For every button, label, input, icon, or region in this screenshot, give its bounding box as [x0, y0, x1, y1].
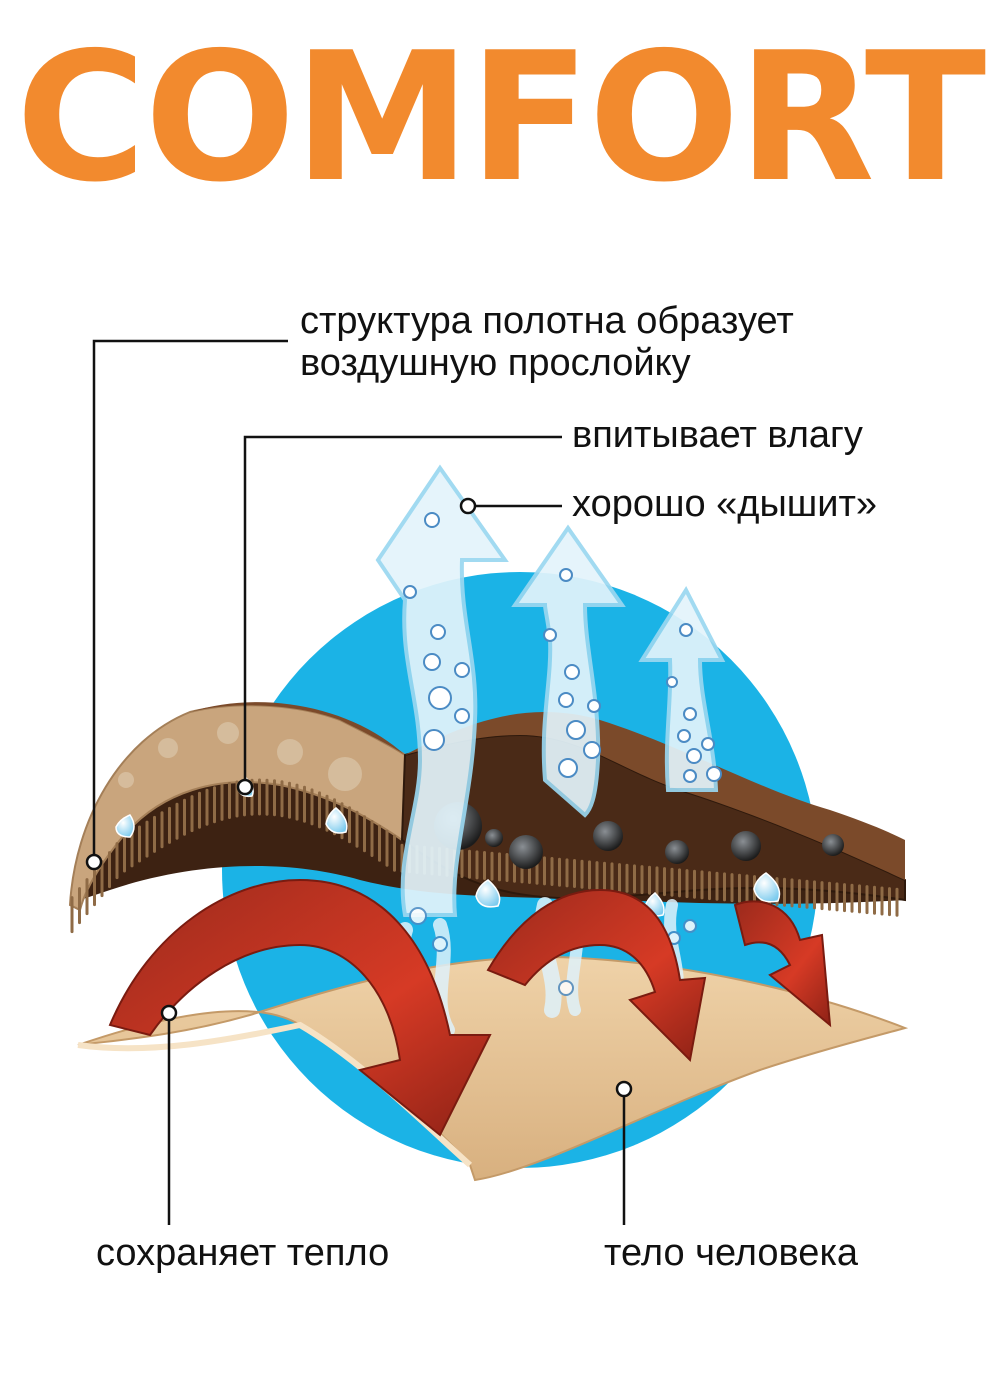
- pore: [593, 821, 623, 851]
- vapor-bubble: [667, 677, 677, 687]
- vapor-bubble: [559, 759, 577, 777]
- air-bubble: [217, 722, 239, 744]
- skin-layer: [78, 957, 905, 1180]
- vapor-bubble: [684, 920, 696, 932]
- callout-dot: [617, 1082, 631, 1096]
- air-bubble: [328, 757, 362, 791]
- vapor-bubble: [707, 767, 721, 781]
- pore: [509, 835, 543, 869]
- pore: [731, 831, 761, 861]
- vapor-bubble: [565, 665, 579, 679]
- vapor-bubble: [588, 700, 600, 712]
- vapor-bubble: [433, 937, 447, 951]
- vapor-bubble: [567, 721, 585, 739]
- vapor-bubble: [702, 738, 714, 750]
- vapor-bubble: [455, 663, 469, 677]
- pore: [485, 829, 503, 847]
- vapor-bubble: [544, 629, 556, 641]
- vapor-bubble: [584, 742, 600, 758]
- air-bubble: [118, 772, 134, 788]
- vapor-bubble: [404, 586, 416, 598]
- vapor-bubble: [424, 654, 440, 670]
- callout-dot: [162, 1006, 176, 1020]
- vapor-bubble: [678, 730, 690, 742]
- pore: [822, 834, 844, 856]
- callout-dot: [238, 780, 252, 794]
- vapor-bubble: [684, 708, 696, 720]
- vapor-bubble: [559, 981, 573, 995]
- vapor-bubble: [560, 569, 572, 581]
- vapor-bubble: [431, 625, 445, 639]
- air-bubble: [277, 739, 303, 765]
- vapor-bubble: [429, 687, 451, 709]
- vapor-bubble: [684, 770, 696, 782]
- pore: [665, 840, 689, 864]
- vapor-bubble: [559, 693, 573, 707]
- vapor-bubble: [410, 908, 426, 924]
- vapor-bubble: [425, 513, 439, 527]
- vapor-bubble: [687, 749, 701, 763]
- air-bubble: [158, 738, 178, 758]
- vapor-bubble: [424, 730, 444, 750]
- vapor-bubble: [680, 624, 692, 636]
- callout-dot: [87, 855, 101, 869]
- vapor-bubble: [455, 709, 469, 723]
- callout-dot: [461, 499, 475, 513]
